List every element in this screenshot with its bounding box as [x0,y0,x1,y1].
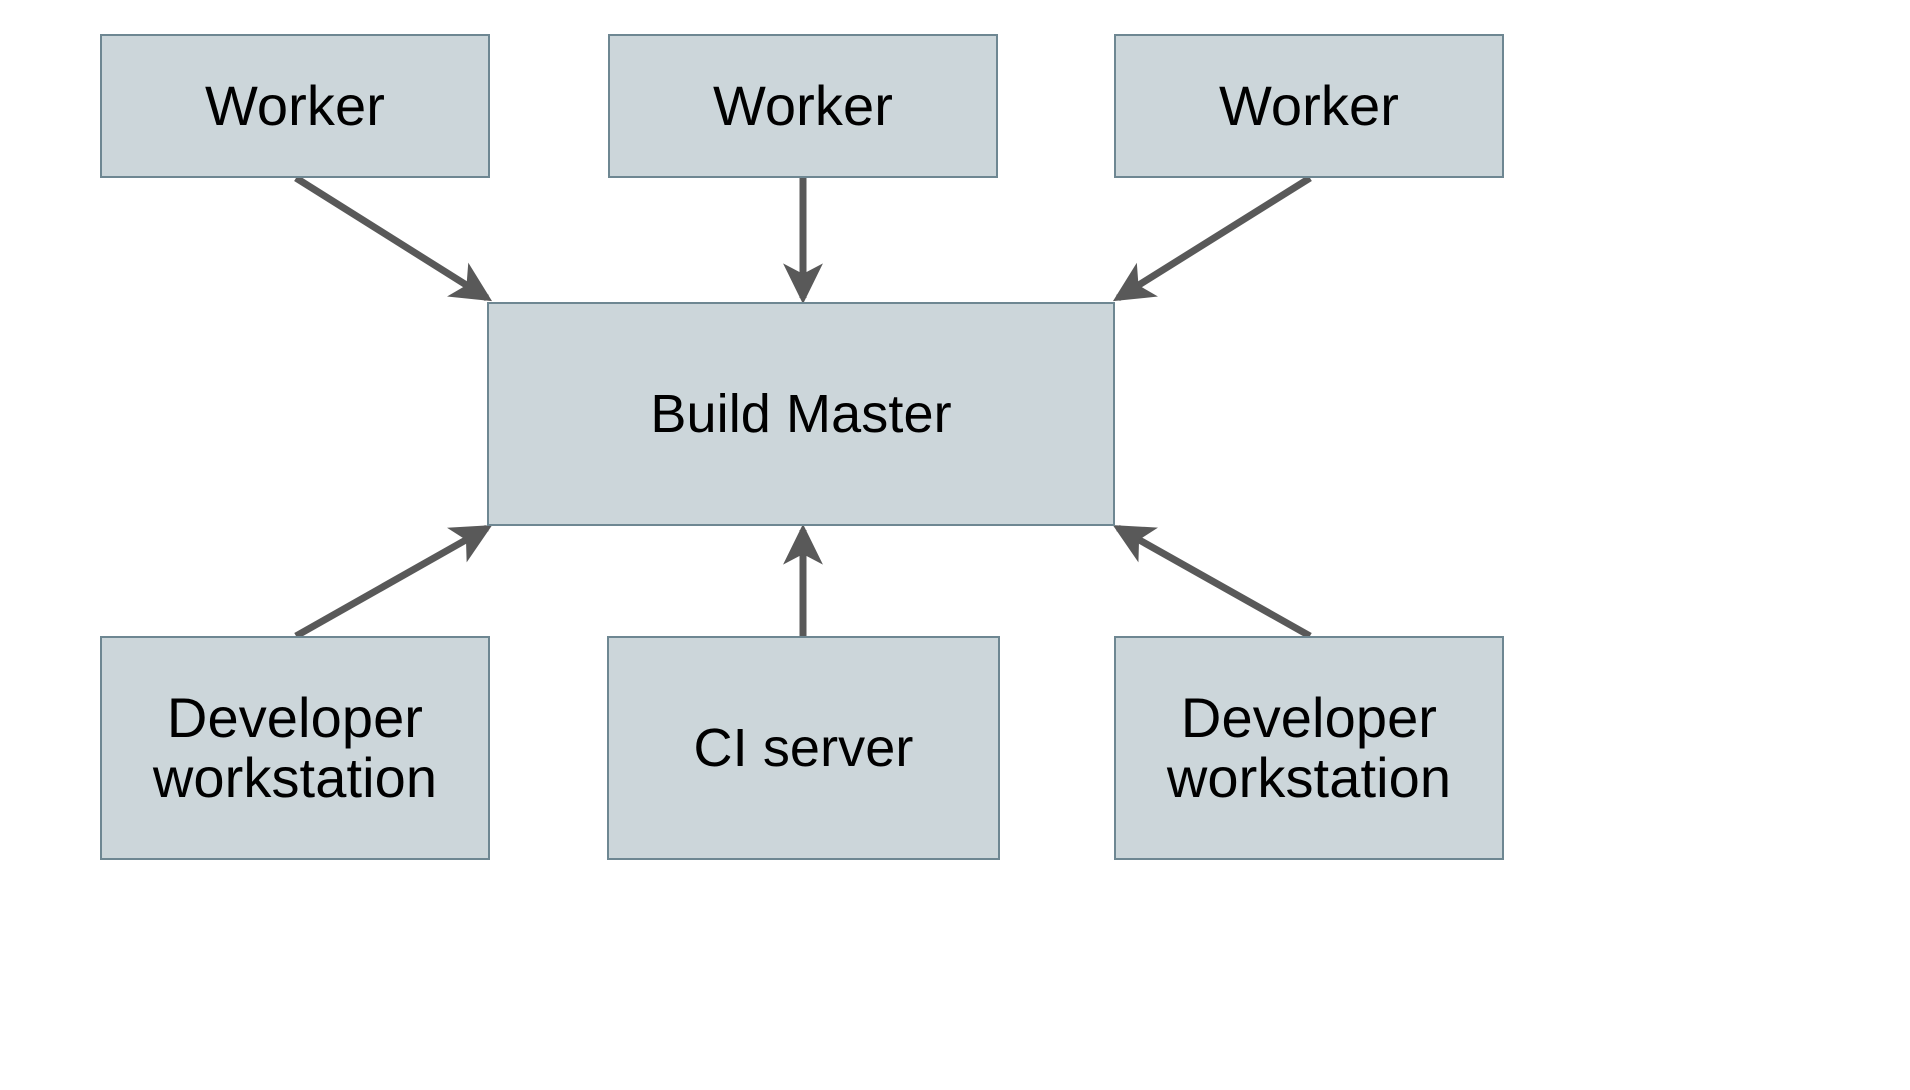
node-worker-1[interactable]: Worker [100,34,490,178]
node-label: Developer workstation [152,685,438,809]
node-developer-workstation-left[interactable]: Developer workstation [100,636,490,860]
node-worker-2[interactable]: Worker [608,34,998,178]
node-label: CI server [693,717,914,778]
node-developer-workstation-right[interactable]: Developer workstation [1114,636,1504,860]
node-ci-server[interactable]: CI server [607,636,1000,860]
node-label: Build Master [650,383,952,444]
edge-devright-to-master [1112,524,1312,640]
node-worker-3[interactable]: Worker [1114,34,1504,178]
node-label: Developer workstation [1166,685,1452,809]
edge-devleft-to-master [294,524,493,640]
edge-worker3-to-master [1112,175,1312,302]
node-label: Worker [204,73,386,137]
node-build-master[interactable]: Build Master [487,302,1115,526]
node-label: Worker [712,73,894,137]
node-label: Worker [1218,73,1400,137]
edge-worker1-to-master [294,175,493,302]
